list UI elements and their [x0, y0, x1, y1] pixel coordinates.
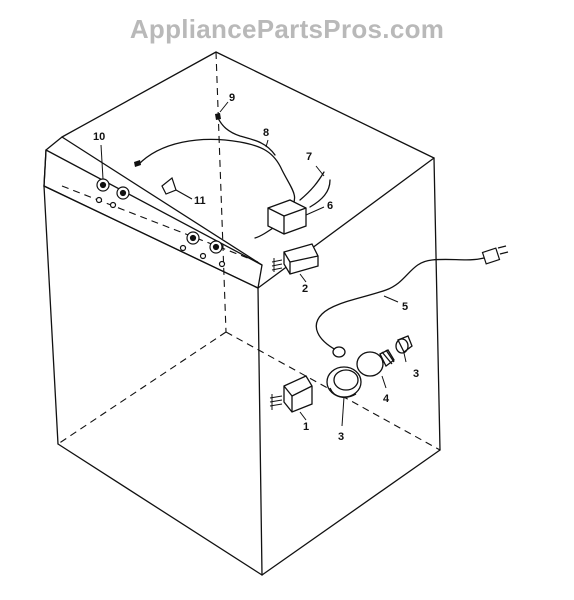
leader-6 — [305, 206, 325, 216]
harness-connector-icon — [134, 160, 141, 167]
callout-4: 4 — [383, 393, 390, 405]
door-switch-2-terminals — [271, 258, 283, 272]
lamp-bulb-thread — [385, 349, 395, 363]
door-switch-1-terminals — [269, 394, 283, 410]
door-switch-2-edge — [289, 255, 319, 263]
leader-4 — [381, 375, 387, 389]
leader-3a — [341, 396, 345, 427]
harness-connector-icon — [215, 113, 221, 120]
callout-1: 1 — [303, 421, 309, 433]
callout-8: 8 — [263, 127, 269, 139]
door-switch-1-edge — [283, 385, 293, 397]
lamp-bulb-4 — [356, 351, 384, 377]
cabinet-top-back-edge — [61, 51, 435, 159]
leader-5 — [383, 295, 399, 303]
door-switch-1-edge — [291, 385, 313, 397]
leader-3b — [403, 352, 407, 363]
panel-left-edge — [43, 149, 47, 187]
panel-screw-icon — [199, 252, 207, 260]
lens-cover-rim — [329, 387, 357, 399]
panel-knob-icon — [119, 189, 127, 197]
panel-screw-icon — [218, 260, 226, 268]
callout-6: 6 — [327, 200, 333, 212]
cabinet-right-back-edge — [433, 157, 441, 451]
panel-knob-icon — [99, 181, 107, 189]
leader-1 — [299, 411, 307, 421]
callout-10: 10 — [93, 131, 105, 143]
door-switch-2-edge — [283, 251, 291, 263]
leader-9 — [219, 101, 229, 113]
callout-11: 11 — [194, 195, 206, 207]
watermark: AppliancePartsPros.com — [129, 14, 445, 44]
power-plug-icon — [481, 247, 501, 265]
relay-block-6 — [267, 199, 307, 235]
wiring-lead-7 — [299, 171, 331, 208]
cabinet-front-left-vertical — [43, 185, 59, 445]
panel-screw-icon — [95, 196, 103, 204]
panel-screw-icon — [179, 244, 187, 252]
door-switch-1 — [283, 375, 313, 413]
hidden-bottom-left-edge — [57, 331, 227, 445]
panel-knob-icon — [212, 243, 220, 251]
lens-cover-3-inner — [333, 369, 359, 391]
plug-prong-icon — [497, 245, 507, 249]
panel-knob-icon — [189, 234, 197, 242]
wiring-harness-8 — [137, 138, 296, 211]
leader-2 — [299, 273, 307, 283]
leader-7 — [315, 165, 325, 177]
callout-3: 3 — [338, 431, 344, 443]
control-panel-strip — [43, 136, 263, 289]
hidden-back-vertical — [215, 51, 227, 333]
leader-10 — [100, 144, 104, 180]
callout-5: 5 — [402, 301, 408, 313]
lamp-socket-icon — [332, 346, 346, 358]
plug-prong-icon — [499, 251, 509, 255]
small-lens-3-body — [397, 335, 413, 353]
callout-3: 3 — [413, 368, 419, 380]
panel-top-edge — [45, 149, 263, 266]
bracket-11-leader — [175, 189, 193, 200]
cabinet-bottom-right-edge — [261, 449, 441, 576]
callout-7: 7 — [306, 151, 312, 163]
bracket-11-icon — [161, 176, 177, 195]
cabinet-front-right-vertical — [257, 287, 263, 576]
panel-screw-icon — [109, 201, 117, 209]
callout-2: 2 — [302, 283, 308, 295]
leader-8 — [265, 139, 269, 148]
hidden-panel-back-edge — [61, 185, 259, 263]
callout-9: 9 — [229, 92, 235, 104]
panel-lower-edge — [43, 185, 259, 289]
cabinet-bottom-front-edge — [57, 443, 263, 576]
lamp-bulb-thread — [381, 351, 393, 365]
power-cord-5 — [315, 257, 485, 351]
